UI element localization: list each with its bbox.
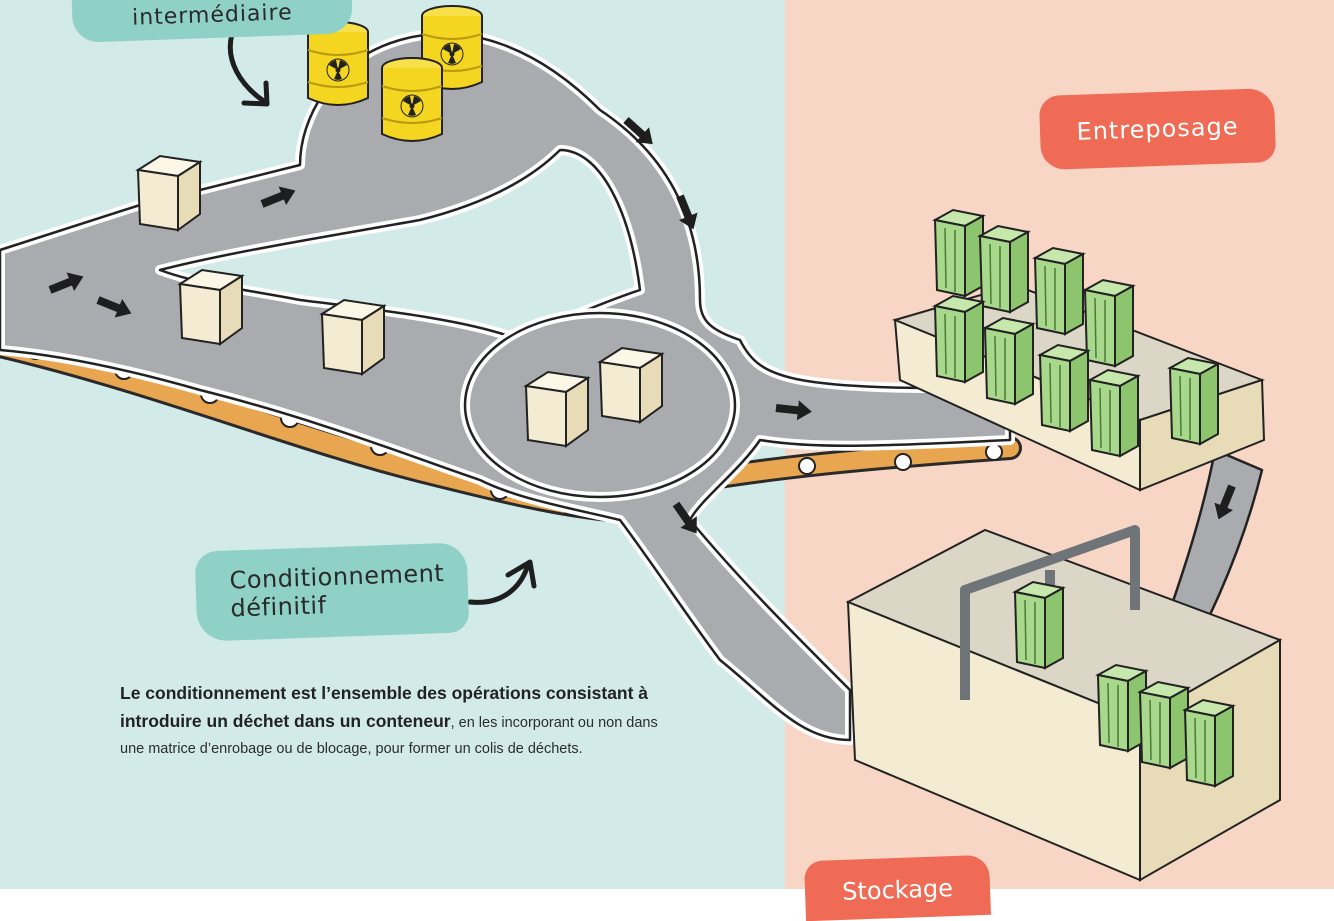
road-network [0, 28, 1264, 745]
pointer-arrow-icon [227, 31, 537, 605]
definition-bold: Le conditionnement est l’ensemble des op… [120, 683, 649, 731]
definition-rest: , en les incorporant ou non dans une mat… [120, 715, 658, 757]
storage-label: Entreposage [1038, 87, 1277, 171]
stockage-label: Stockage [804, 854, 991, 921]
conditioning-label: Conditionnement définitif [194, 542, 470, 642]
definition-text: Le conditionnement est l’ensemble des op… [120, 680, 680, 762]
